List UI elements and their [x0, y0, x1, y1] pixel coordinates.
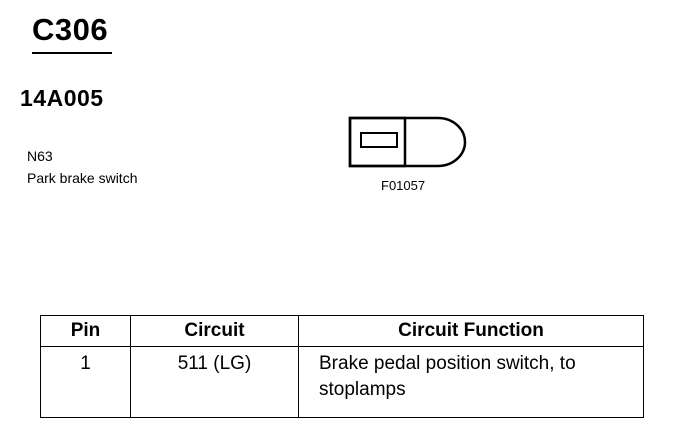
pin-cell: 1	[40, 346, 131, 418]
table-row: 1 511 (LG) Brake pedal position switch, …	[40, 346, 644, 418]
part-number: 14A005	[20, 85, 104, 111]
component-name: Park brake switch	[27, 170, 138, 186]
single-pin-connector-icon	[348, 116, 467, 168]
circuit-function-cell: Brake pedal position switch, to stoplamp…	[298, 346, 644, 418]
connector-body-outline	[348, 116, 467, 168]
pin-table: Pin Circuit Circuit Function 1 511 (LG) …	[40, 315, 644, 418]
connector-left-section	[348, 116, 407, 168]
title-underline	[32, 52, 112, 54]
column-header-circuit: Circuit	[130, 315, 299, 347]
connector-title: C306	[32, 12, 109, 47]
connector-pin-slot	[360, 132, 398, 148]
column-header-circuit-function: Circuit Function	[298, 315, 644, 347]
column-header-pin: Pin	[40, 315, 131, 347]
circuit-cell: 511 (LG)	[130, 346, 299, 418]
component-id: N63	[27, 148, 53, 164]
figure-code: F01057	[381, 178, 426, 193]
table-header-row: Pin Circuit Circuit Function	[40, 315, 644, 347]
